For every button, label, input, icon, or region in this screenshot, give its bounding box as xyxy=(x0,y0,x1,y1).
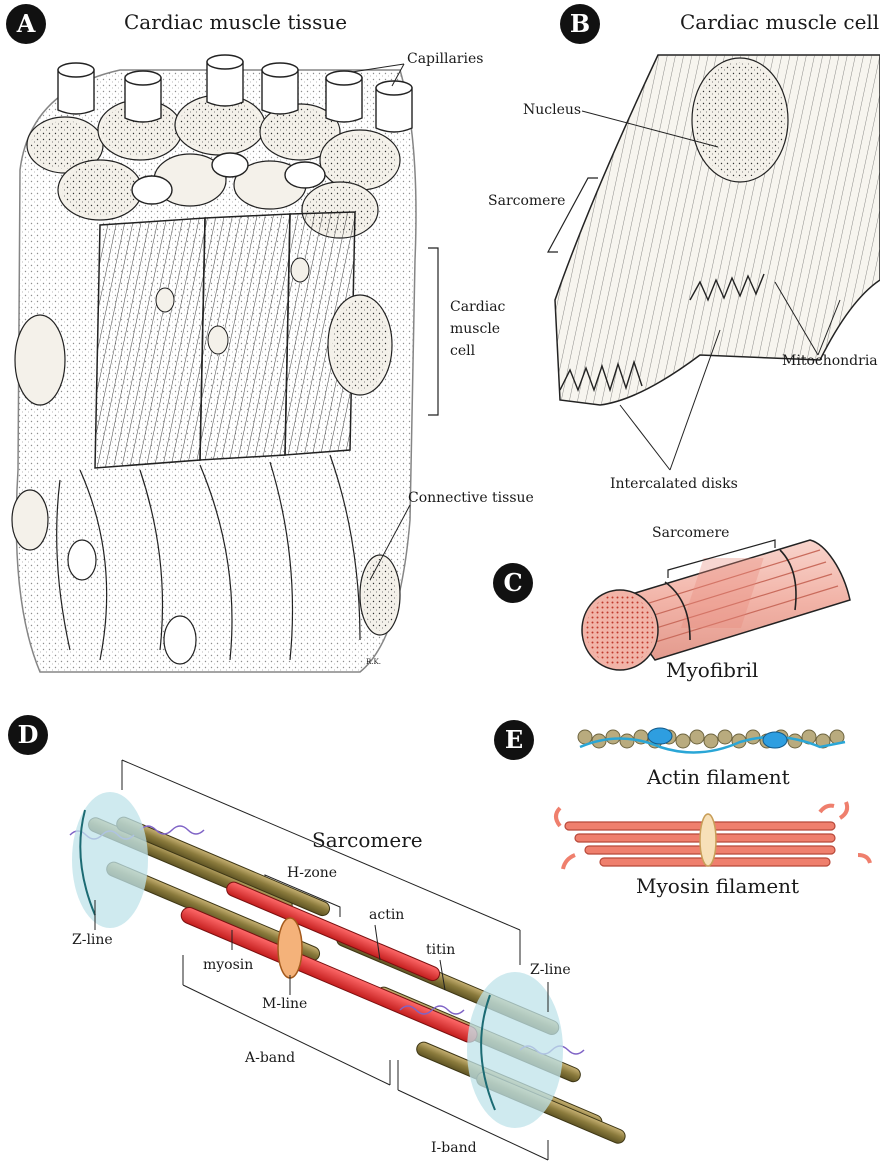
label-cardiac-muscle-cell: Cardiac muscle cell xyxy=(450,296,520,362)
label-z-line-left: Z-line xyxy=(72,932,113,948)
panel-a-badge: A xyxy=(6,4,46,44)
label-capillaries: Capillaries xyxy=(407,51,483,67)
label-myosin-filament: Myosin filament xyxy=(636,874,799,898)
label-actin: actin xyxy=(369,907,404,923)
label-sarcomere-c: Sarcomere xyxy=(652,525,729,541)
panel-e-badge: E xyxy=(494,720,534,760)
label-nucleus: Nucleus xyxy=(523,102,581,118)
panel-a-title: Cardiac muscle tissue xyxy=(124,10,347,34)
label-i-band: I-band xyxy=(431,1140,477,1156)
label-myofibril: Myofibril xyxy=(666,658,758,682)
label-connective-tissue: Connective tissue xyxy=(408,490,534,506)
panel-b-badge: B xyxy=(560,4,600,44)
myosin-filament-illustration xyxy=(556,802,870,869)
label-a-band: A-band xyxy=(245,1050,295,1066)
panel-b-title: Cardiac muscle cell xyxy=(680,10,879,34)
label-mitochondria: Mitochondria xyxy=(782,353,878,369)
label-myosin: myosin xyxy=(203,957,253,973)
panel-c-badge: C xyxy=(493,563,533,603)
sarcomere-illustration xyxy=(70,760,627,1160)
actin-filament-illustration xyxy=(578,728,845,752)
label-intercalated-disks: Intercalated disks xyxy=(610,476,738,492)
label-z-line-right: Z-line xyxy=(530,962,571,978)
label-sarcomere-d: Sarcomere xyxy=(312,828,423,852)
label-h-zone: H-zone xyxy=(287,865,337,881)
label-titin: titin xyxy=(426,942,455,958)
myofibril-illustration xyxy=(582,540,850,670)
label-sarcomere-b: Sarcomere xyxy=(488,193,565,209)
cardiac-tissue-illustration xyxy=(12,55,438,672)
artist-signature: R.K. xyxy=(366,658,381,666)
panel-d-badge: D xyxy=(8,715,48,755)
label-m-line: M-line xyxy=(262,996,307,1012)
cardiac-cell-illustration xyxy=(548,55,880,470)
label-actin-filament: Actin filament xyxy=(647,765,790,789)
